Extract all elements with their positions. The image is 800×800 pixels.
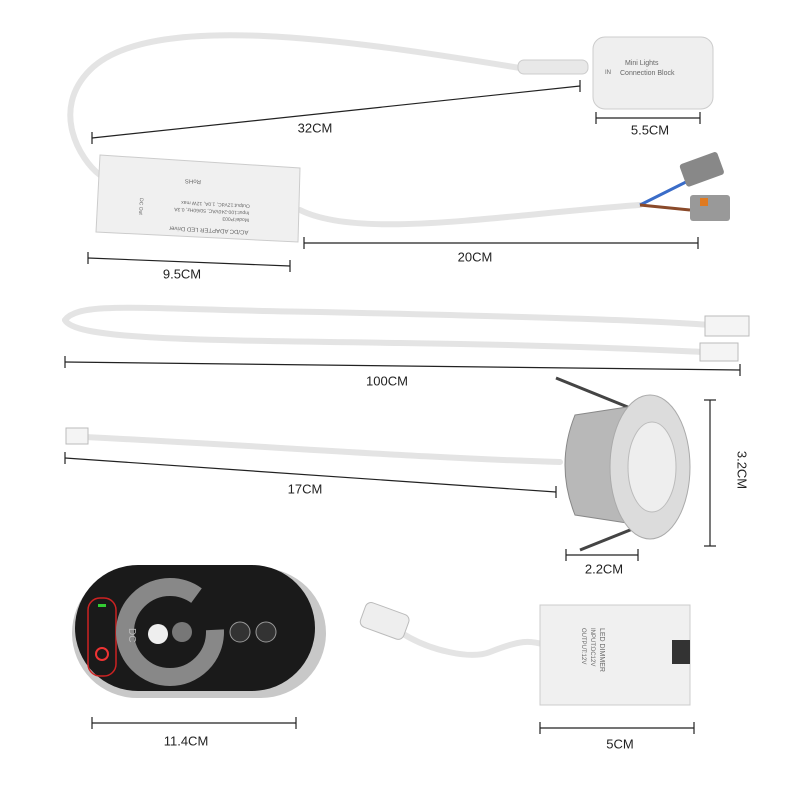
wire-connectors bbox=[639, 152, 730, 221]
driver-label-dc-out: DC Out bbox=[137, 198, 144, 216]
block-label-in: IN bbox=[605, 70, 611, 76]
led-driver: AC/DC ADAPTER LED Driver Model:P003 Inpu… bbox=[95, 154, 301, 243]
extension-cable-bottom bbox=[62, 317, 708, 355]
dimension-lines bbox=[64, 80, 741, 734]
extension-cable-top bbox=[62, 304, 713, 328]
dim-label-9-5cm: 9.5CM bbox=[162, 266, 202, 282]
extension-plug-bottom bbox=[699, 342, 739, 362]
cables bbox=[62, 32, 713, 658]
block-cable bbox=[67, 32, 523, 178]
dimmer-label-output: OUTPUT:12V bbox=[580, 628, 586, 664]
connection-block: Mini Lights Connection Block IN bbox=[517, 36, 714, 110]
dim-label-5-5cm: 5.5CM bbox=[630, 122, 670, 138]
block-label-line2: Connection Block bbox=[620, 70, 675, 77]
driver-label-model: Model:P003 bbox=[222, 215, 249, 222]
dimmer-label-input: INPUT:DC12V bbox=[589, 628, 595, 666]
dim-label-100cm: 100CM bbox=[366, 373, 408, 389]
dim-label-20cm: 20CM bbox=[457, 249, 493, 265]
dim-label-32cm: 32CM bbox=[297, 120, 333, 136]
led-dimmer: LED DIMMER INPUT:DC12V OUTPUT:12V bbox=[359, 602, 691, 706]
dim-label-11-4cm: 11.4CM bbox=[163, 733, 209, 749]
dimmer-label-title: LED DIMMER bbox=[598, 628, 605, 672]
driver-output-cable bbox=[297, 202, 643, 228]
dimmer-cable bbox=[402, 632, 548, 658]
driver-label-output: Output:12VdC, 1.0A, 12W max bbox=[181, 199, 250, 209]
dim-label-3-2cm: 3.2CM bbox=[734, 450, 750, 490]
remote-label-dc: DC bbox=[126, 628, 137, 642]
extension-plug-top bbox=[704, 315, 750, 337]
remote-control: DC bbox=[72, 565, 326, 698]
driver-label-rohs: RoHS bbox=[185, 177, 201, 184]
spotlight-cable bbox=[82, 434, 563, 465]
spotlight-plug bbox=[65, 427, 89, 445]
driver-label-input: Input:100-240VAC, 50/60Hz, 0.3A bbox=[173, 206, 249, 216]
dim-label-5cm: 5CM bbox=[606, 736, 634, 752]
block-label-line1: Mini Lights bbox=[625, 60, 659, 67]
dim-label-2-2cm: 2.2CM bbox=[584, 561, 624, 577]
driver-label-title: AC/DC ADAPTER LED Driver bbox=[169, 224, 249, 234]
dim-label-17cm: 17CM bbox=[287, 481, 323, 497]
mini-spotlight bbox=[555, 376, 691, 552]
